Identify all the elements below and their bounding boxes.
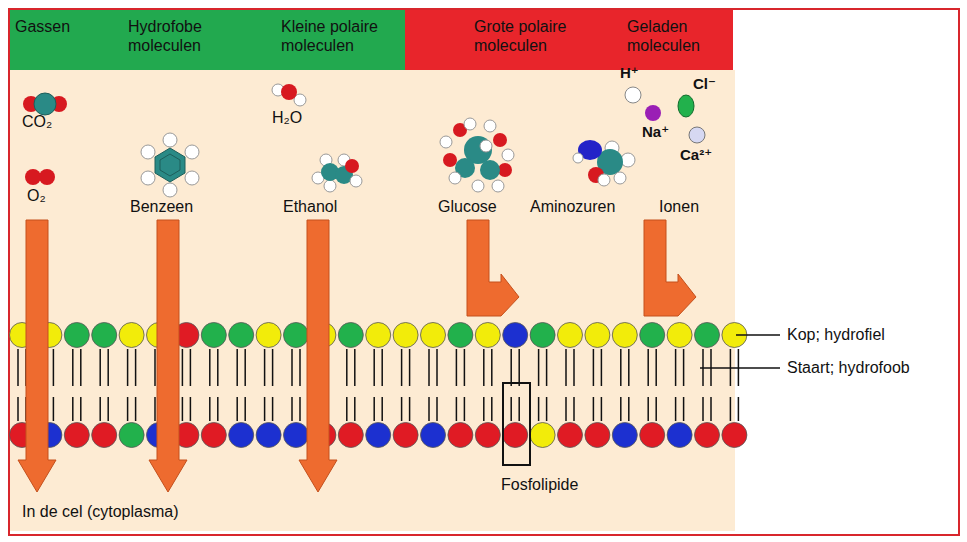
ion-label: Na⁺ — [642, 123, 669, 141]
molecule-label: Glucose — [438, 198, 497, 216]
molecule-h2o — [272, 84, 306, 106]
phospholipid-bilayer — [10, 323, 747, 448]
molecule-label: Ionen — [659, 198, 699, 216]
ion-label: Ca²⁺ — [680, 146, 712, 164]
outer-frame — [9, 9, 959, 535]
molecule-o2 — [25, 169, 55, 185]
category-band: Grote polaire moleculen — [405, 10, 615, 70]
category-heading: Hydrofobe moleculen — [128, 17, 238, 55]
ion-label: H⁺ — [620, 64, 639, 82]
molecule-ethanol — [312, 154, 362, 192]
category-heading: Geladen moleculen — [627, 17, 722, 55]
category-band: Kleine polaire moleculen — [270, 10, 405, 70]
category-heading: Kleine polaire moleculen — [281, 17, 401, 55]
molecule-label: CO₂ — [22, 113, 52, 131]
molecule-amino-acid — [573, 140, 635, 186]
molecule-co2 — [23, 93, 67, 115]
molecule-label: Aminozuren — [530, 198, 615, 216]
category-band: Hydrofobe moleculen — [118, 10, 270, 70]
part-label: Staart; hydrofoob — [787, 359, 910, 377]
category-band: Gassen — [10, 10, 118, 70]
category-band: Geladen moleculen — [615, 10, 733, 70]
part-label: Fosfolipide — [501, 476, 578, 494]
leader-line — [736, 334, 780, 336]
phospholipid-box — [503, 383, 530, 465]
category-heading: Gassen — [15, 17, 115, 36]
transport-arrows — [18, 220, 696, 492]
molecule-benzene — [141, 133, 199, 197]
region-label: In de cel (cytoplasma) — [22, 503, 179, 521]
molecule-label: Benzeen — [130, 198, 193, 216]
category-heading: Grote polaire moleculen — [474, 17, 592, 55]
part-label: Kop; hydrofiel — [787, 326, 885, 344]
molecule-label: Ethanol — [283, 198, 337, 216]
leader-line — [700, 367, 780, 369]
ion-label: Cl⁻ — [693, 75, 716, 93]
molecule-glucose — [440, 118, 514, 192]
background-panel — [10, 70, 735, 531]
molecule-label: H₂O — [272, 109, 302, 127]
molecule-label: O₂ — [27, 187, 46, 205]
ions — [625, 87, 705, 143]
